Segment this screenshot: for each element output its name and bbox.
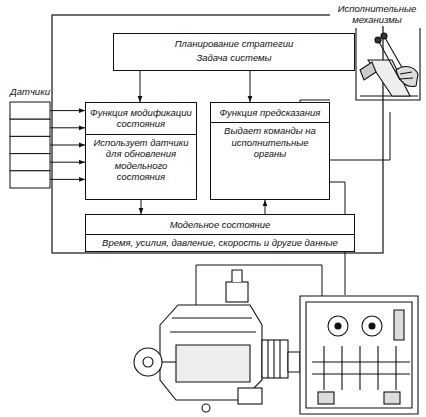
actuator-label: Исполнительные механизмы [330, 3, 424, 26]
prediction-box: Функция предсказанияВыдает команды на ис… [210, 102, 330, 200]
actuator-levers [356, 28, 420, 100]
box-body: Использует датчики для обновления модель… [86, 135, 196, 185]
system-frame [52, 15, 383, 253]
sensor-stack [10, 102, 50, 188]
arrow-connector [50, 111, 85, 180]
arrow-connector [265, 200, 266, 214]
box-body: Задача системы [114, 50, 354, 65]
arrow-connector [141, 200, 142, 214]
arrow-connector [250, 71, 251, 102]
state-update-box: Функция модификации состоянияИспользует … [85, 102, 197, 200]
box-heading: Функция предсказания [211, 103, 329, 123]
model-state-box: Модельное состояниеВремя, усилия, давлен… [85, 214, 355, 252]
box-body: Время, усилия, давление, скорость и друг… [86, 235, 354, 250]
box-heading: Датчики [6, 84, 54, 99]
sensor-block: Датчики [6, 84, 54, 101]
transmission-drawing [288, 296, 418, 414]
engine-drawing [134, 270, 288, 412]
box-body: Выдает команды на исполнительные органы [211, 123, 329, 161]
box-heading: Планирование стратегии [114, 34, 354, 50]
box-heading: Модельное состояние [86, 215, 354, 235]
box-heading: Функция модификации состояния [86, 103, 196, 135]
strategy-box: Планирование стратегииЗадача системы [113, 33, 355, 71]
arrow-connector [140, 71, 141, 102]
